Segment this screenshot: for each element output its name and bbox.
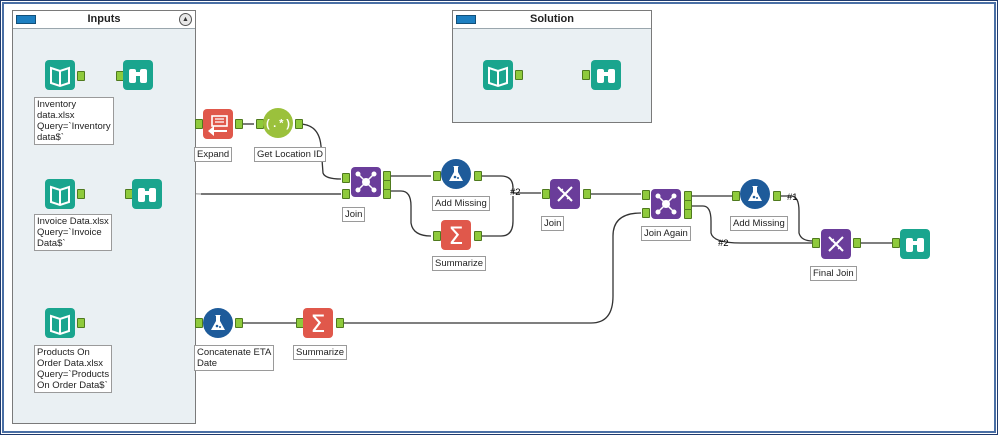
invoice-browse-tool[interactable] [132, 179, 162, 209]
summarize-label: Summarize [432, 256, 487, 271]
connection-tag: #2 [510, 187, 521, 198]
output-anchor[interactable] [773, 191, 781, 201]
join-right-anchor[interactable] [342, 189, 350, 199]
join-label: Join [342, 207, 366, 222]
output-anchor[interactable] [515, 70, 523, 80]
join-left-anchor[interactable] [342, 173, 350, 183]
expand-label: Expand [194, 147, 233, 162]
concatenate-eta-date-tool[interactable] [203, 308, 233, 338]
input-anchor[interactable] [195, 119, 203, 129]
summarize-2-label: Summarize [293, 345, 348, 360]
summarize-tool-2[interactable]: Σ [303, 308, 333, 338]
add-missing-tool[interactable] [441, 159, 471, 189]
output-anchor[interactable] [235, 318, 243, 328]
inputs-container-title: Inputs [87, 13, 121, 25]
solution-container[interactable]: Solution [452, 10, 652, 123]
input-anchor[interactable] [433, 231, 441, 241]
input-anchor[interactable] [732, 191, 740, 201]
join-right-anchor[interactable] [642, 208, 650, 218]
output-anchor[interactable] [474, 171, 482, 181]
output-anchor[interactable] [77, 71, 85, 81]
solution-browse-tool[interactable] [591, 60, 621, 90]
binoculars-browse-icon [597, 69, 615, 83]
join-again-tool[interactable] [651, 189, 681, 219]
dna-join-icon [828, 236, 844, 252]
expand-formula-icon [208, 115, 228, 136]
inventory-input-label: Inventory data.xlsx Query=`Inventory dat… [34, 97, 114, 145]
formula-flask-icon [211, 315, 225, 330]
get-location-id-label: Get Location ID [254, 147, 327, 162]
products-input-tool[interactable] [45, 308, 75, 338]
join-tool[interactable] [351, 167, 381, 197]
dna-join-icon [557, 186, 573, 202]
binoculars-browse-icon [129, 69, 147, 83]
join-icon [355, 171, 377, 193]
svg-text:Σ: Σ [310, 310, 325, 338]
input-anchor[interactable] [582, 70, 590, 80]
binoculars-browse-icon [138, 188, 156, 202]
add-missing-tool-2[interactable] [740, 179, 770, 209]
output-anchor[interactable] [295, 119, 303, 129]
join2-label: Join [541, 216, 565, 231]
input-anchor[interactable] [433, 171, 441, 181]
expand-tool[interactable] [203, 109, 233, 139]
solution-container-title: Solution [530, 13, 574, 25]
book-input-icon [50, 185, 70, 207]
svg-text:(.*): (.*) [265, 119, 291, 131]
add-missing-2-label: Add Missing [730, 216, 788, 231]
join-icon [655, 193, 677, 215]
formula-flask-icon [449, 166, 463, 181]
join-out-r-anchor[interactable] [383, 189, 391, 199]
book-input-icon [50, 66, 70, 88]
output-anchor[interactable] [77, 318, 85, 328]
concatenate-eta-date-label: Concatenate ETA Date [194, 345, 275, 371]
summarize-sigma-icon: Σ [310, 310, 325, 338]
final-join-label: Final Join [810, 266, 857, 281]
collapse-button[interactable]: ▲ [179, 13, 192, 26]
binoculars-browse-icon [906, 238, 924, 252]
book-input-icon [488, 66, 508, 88]
summarize-sigma-icon: Σ [448, 222, 463, 250]
summarize-tool[interactable]: Σ [441, 220, 471, 250]
container-icon [16, 15, 36, 24]
input-anchor[interactable] [892, 238, 900, 248]
output-anchor[interactable] [235, 119, 243, 129]
formula-flask-icon [748, 186, 762, 201]
invoice-input-label: Invoice Data.xlsx Query=`Invoice Data$` [34, 214, 112, 251]
output-anchor[interactable] [336, 318, 344, 328]
book-input-icon [50, 314, 70, 336]
final-join-tool[interactable] [821, 229, 851, 259]
solution-input-tool[interactable] [483, 60, 513, 90]
inventory-input-tool[interactable] [45, 60, 75, 90]
get-location-id-tool[interactable]: (.*) [263, 108, 293, 138]
output-anchor[interactable] [583, 189, 591, 199]
svg-text:Σ: Σ [448, 222, 463, 250]
container-icon [456, 15, 476, 24]
input-anchor[interactable] [195, 318, 203, 328]
input-anchor[interactable] [812, 238, 820, 248]
output-anchor[interactable] [474, 231, 482, 241]
input-anchor[interactable] [542, 189, 550, 199]
products-input-label: Products On Order Data.xlsx Query=`Produ… [34, 345, 113, 393]
output-anchor[interactable] [77, 189, 85, 199]
join-multiple-tool[interactable] [550, 179, 580, 209]
connection-tag: #1 [787, 192, 798, 203]
add-missing-label: Add Missing [432, 196, 490, 211]
join-out-r-anchor[interactable] [684, 209, 692, 219]
inventory-browse-tool[interactable] [123, 60, 153, 90]
output-anchor[interactable] [853, 238, 861, 248]
invoice-input-tool[interactable] [45, 179, 75, 209]
connection-tag: #2 [718, 238, 729, 249]
inputs-container-header[interactable]: Inputs ▲ [13, 11, 195, 29]
solution-container-header[interactable]: Solution [453, 11, 651, 29]
join-left-anchor[interactable] [642, 190, 650, 200]
regex-icon: (.*) [265, 119, 291, 131]
join-again-label: Join Again [641, 226, 691, 241]
final-browse-tool[interactable] [900, 229, 930, 259]
